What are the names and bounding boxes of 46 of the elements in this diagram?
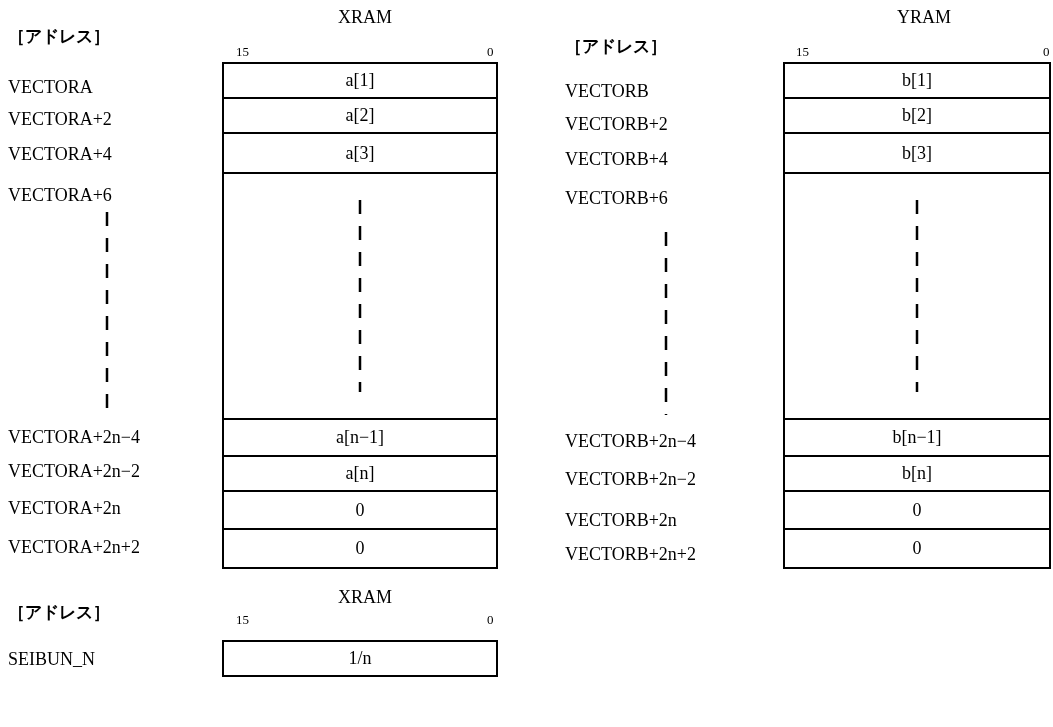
memory-cell: a[2] (222, 97, 498, 134)
address-label: VECTORB+2 (565, 115, 668, 133)
memory-cell: 0 (222, 490, 498, 530)
address-label: VECTORB+2n−2 (565, 470, 696, 488)
address-label: VECTORA (8, 78, 93, 96)
memory-cell: b[1] (783, 62, 1051, 99)
memory-cell: b[n] (783, 455, 1051, 492)
address-label: SEIBUN_N (8, 650, 95, 668)
memory-block (222, 172, 498, 420)
bit-number: 0 (1043, 45, 1050, 58)
memory-block (783, 172, 1051, 420)
memory-cell: 1/n (222, 640, 498, 677)
address-label: VECTORB (565, 82, 649, 100)
address-label: VECTORA+6 (8, 186, 112, 204)
bit-number: 0 (487, 613, 494, 626)
address-label: VECTORB+4 (565, 150, 668, 168)
address-label: VECTORA+2 (8, 110, 112, 128)
address-heading: ［アドレス］ (8, 604, 110, 621)
memory-cell: b[n−1] (783, 418, 1051, 457)
memory-name: XRAM (338, 8, 392, 26)
memory-cell: a[3] (222, 132, 498, 174)
address-label: VECTORA+2n+2 (8, 538, 140, 556)
address-heading: ［アドレス］ (565, 38, 667, 55)
memory-cell: a[n−1] (222, 418, 498, 457)
address-label: VECTORB+2n (565, 511, 677, 529)
memory-cell: b[3] (783, 132, 1051, 174)
bit-number: 15 (236, 45, 249, 58)
memory-cell: 0 (222, 528, 498, 569)
bit-number: 0 (487, 45, 494, 58)
address-label: VECTORA+2n (8, 499, 121, 517)
address-label: VECTORB+2n+2 (565, 545, 696, 563)
bit-number: 15 (236, 613, 249, 626)
address-heading: ［アドレス］ (8, 28, 110, 45)
memory-cell: a[1] (222, 62, 498, 99)
memory-cell: 0 (783, 528, 1051, 569)
memory-name: YRAM (897, 8, 951, 26)
address-label: VECTORB+6 (565, 189, 668, 207)
address-label: VECTORA+2n−4 (8, 428, 140, 446)
memory-cell: 0 (783, 490, 1051, 530)
bit-number: 15 (796, 45, 809, 58)
address-label: VECTORA+2n−2 (8, 462, 140, 480)
address-label: VECTORA+4 (8, 145, 112, 163)
address-label: VECTORB+2n−4 (565, 432, 696, 450)
memory-name: XRAM (338, 588, 392, 606)
memory-cell: a[n] (222, 455, 498, 492)
memory-cell: b[2] (783, 97, 1051, 134)
